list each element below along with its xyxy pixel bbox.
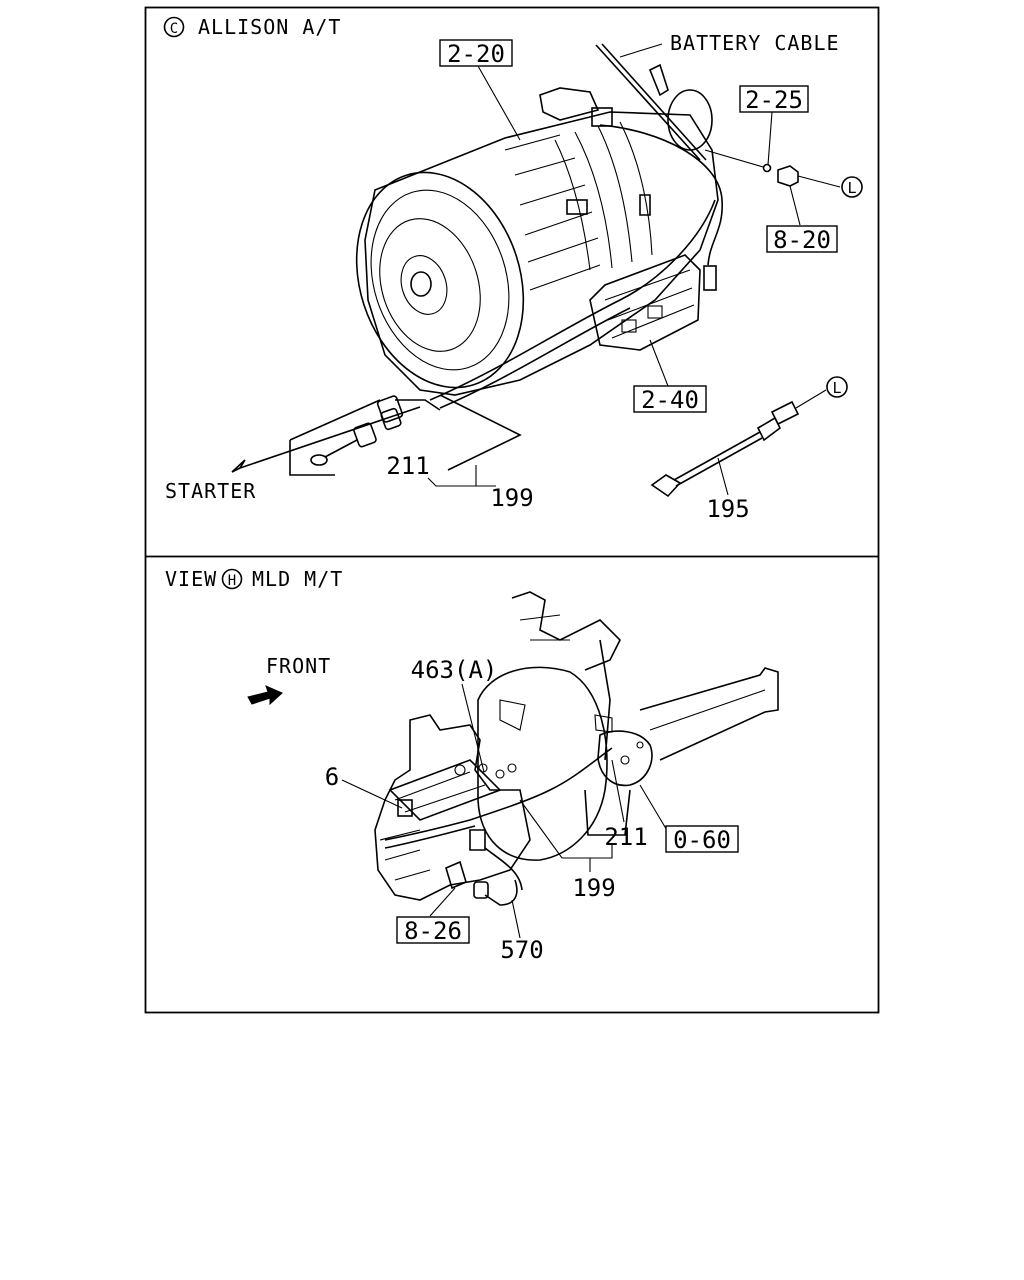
front-arrow-icon <box>247 685 283 706</box>
ref-box-2-20 <box>439 39 513 67</box>
ref-label-2-40: 2-40 <box>641 386 699 414</box>
connector-letter-L-1: L <box>847 179 856 197</box>
transmission-illustration <box>355 63 723 409</box>
view-marker-letter: C <box>170 21 178 37</box>
mt-harness <box>384 747 613 906</box>
front-label: FRONT <box>266 654 331 678</box>
part-number-211-bottom: 211 <box>604 823 647 851</box>
panel-mld: VIEW H MLD M/T FRONT <box>165 567 779 964</box>
ref-label-2-20: 2-20 <box>447 40 505 68</box>
part-number-195: 195 <box>706 495 749 523</box>
connector-marker-L-1 <box>841 176 863 198</box>
part-number-463a: 463(A) <box>411 656 498 684</box>
speed-sensor-195: L <box>650 376 848 498</box>
starter-harness <box>231 394 522 476</box>
ref-box-8-20 <box>766 225 838 253</box>
connector-marker-L-2 <box>826 376 848 398</box>
part-number-211-top: 211 <box>386 452 429 480</box>
manual-transmission-illustration <box>374 591 779 901</box>
ref-label-0-60: 0-60 <box>673 826 731 854</box>
connector-letter-L-2: L <box>832 379 841 397</box>
ref-label-8-20: 8-20 <box>773 226 831 254</box>
battery-cable-label: BATTERY CABLE <box>670 31 840 55</box>
view-marker-circle-h <box>221 568 243 590</box>
view-prefix: VIEW <box>165 567 217 591</box>
ref-box-0-60 <box>665 825 739 853</box>
ref-label-2-25: 2-25 <box>745 86 803 114</box>
ref-box-8-26 <box>396 916 470 944</box>
starter-label: STARTER <box>165 479 256 503</box>
panel-title: ALLISON A/T <box>198 15 341 39</box>
part-number-6: 6 <box>325 763 339 791</box>
diagram-frame <box>144 6 880 1014</box>
view-marker-circle <box>163 16 185 38</box>
ref-box-2-25 <box>739 85 809 113</box>
panel-allison: C ALLISON A/T <box>163 15 863 523</box>
ref-box-2-40 <box>633 385 707 413</box>
part-number-199-top: 199 <box>490 484 533 512</box>
part-number-570: 570 <box>500 936 543 964</box>
panel-title-mld: MLD M/T <box>252 567 343 591</box>
ref-label-8-26: 8-26 <box>404 917 462 945</box>
part-number-199-bottom: 199 <box>572 874 615 902</box>
view-marker-letter-h: H <box>228 573 236 589</box>
